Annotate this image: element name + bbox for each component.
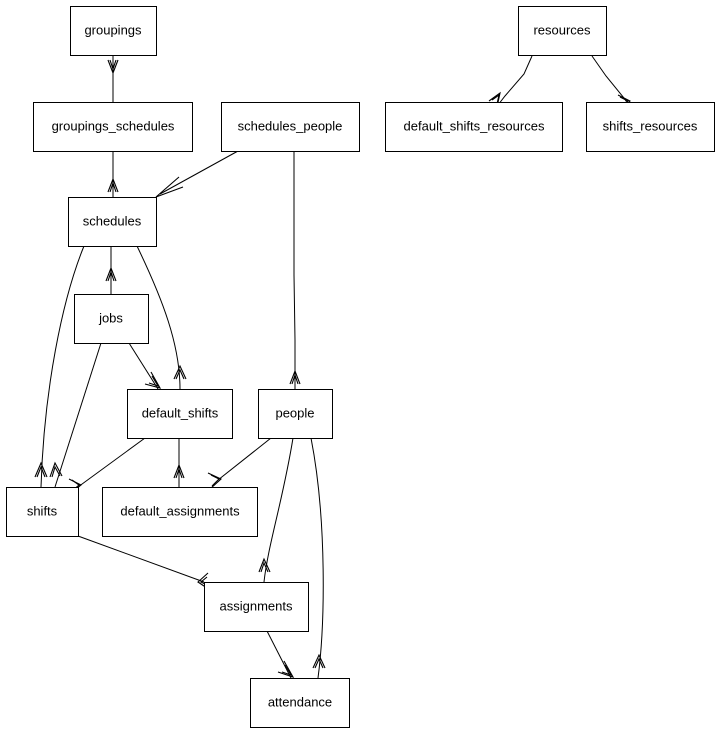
- node-label-jobs: jobs: [98, 310, 123, 325]
- node-label-people: people: [275, 405, 314, 420]
- edge-groupings-to-groupings_schedules: [107, 55, 119, 102]
- edge-layer: [34, 55, 631, 679]
- edge-people-to-default_assignments: [207, 437, 272, 490]
- edge-schedules_people-to-people: [289, 151, 301, 389]
- edge-jobs-to-schedules: [105, 246, 117, 294]
- node-label-schedules: schedules: [83, 213, 142, 228]
- node-people[interactable]: people: [258, 389, 333, 439]
- node-default_assignments[interactable]: default_assignments: [102, 487, 258, 537]
- edge-shifts-to-schedules: [34, 245, 85, 488]
- edge-default_shifts-to-jobs: [128, 342, 162, 390]
- node-label-groupings_schedules: groupings_schedules: [52, 118, 175, 133]
- node-label-default_shifts: default_shifts: [142, 405, 219, 420]
- node-label-default_shifts_resources: default_shifts_resources: [404, 118, 545, 133]
- edge-default_shifts_resources-to-resources: [488, 55, 533, 108]
- edge-shifts-to-jobs: [49, 342, 102, 488]
- node-shifts_resources[interactable]: shifts_resources: [586, 102, 715, 152]
- node-label-assignments: assignments: [220, 598, 293, 613]
- edge-default_assignments-to-default_shifts: [173, 438, 185, 487]
- edge-attendance-to-assignments: [266, 630, 295, 679]
- edge-shifts-to-assignments: [77, 535, 211, 591]
- node-default_shifts_resources[interactable]: default_shifts_resources: [385, 102, 563, 152]
- node-jobs[interactable]: jobs: [74, 294, 149, 344]
- node-label-resources: resources: [533, 22, 591, 37]
- edge-schedules_people-to-schedules: [155, 150, 239, 198]
- edge-default_shifts-to-shifts: [68, 437, 146, 495]
- edge-groupings_schedules-to-schedules: [107, 151, 119, 197]
- node-schedules[interactable]: schedules: [68, 197, 157, 247]
- node-label-shifts: shifts: [27, 503, 58, 518]
- edge-assignments-to-people: [258, 437, 294, 583]
- edge-default_shifts-to-schedules: [136, 245, 187, 390]
- node-label-schedules_people: schedules_people: [238, 118, 343, 133]
- node-shifts[interactable]: shifts: [6, 487, 79, 537]
- node-label-attendance: attendance: [268, 694, 332, 709]
- edge-shifts_resources-to-resources: [591, 55, 631, 111]
- node-schedules_people[interactable]: schedules_people: [221, 102, 360, 152]
- node-resources[interactable]: resources: [518, 6, 607, 56]
- node-label-groupings: groupings: [84, 22, 142, 37]
- node-label-shifts_resources: shifts_resources: [603, 118, 698, 133]
- edge-attendance-to-people: [310, 437, 326, 679]
- node-label-default_assignments: default_assignments: [120, 503, 240, 518]
- node-layer: groupings resources groupings_schedules …: [6, 6, 715, 728]
- node-groupings[interactable]: groupings: [70, 6, 157, 56]
- node-assignments[interactable]: assignments: [204, 582, 309, 632]
- node-attendance[interactable]: attendance: [250, 678, 350, 728]
- node-groupings_schedules[interactable]: groupings_schedules: [33, 102, 193, 152]
- node-default_shifts[interactable]: default_shifts: [127, 389, 233, 439]
